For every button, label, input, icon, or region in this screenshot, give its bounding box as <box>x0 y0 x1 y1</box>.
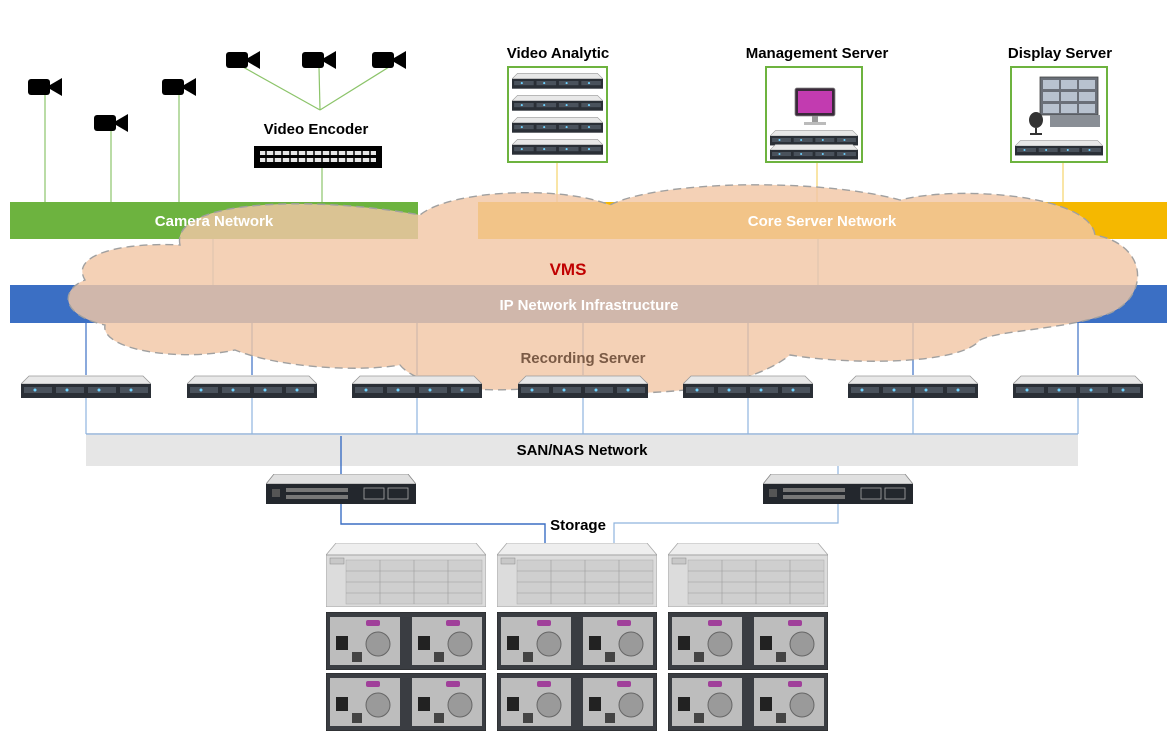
storage-array-icon <box>326 673 486 731</box>
vms-label: VMS <box>550 260 587 279</box>
storage-array-icon <box>668 612 828 670</box>
rack-server-icon <box>683 375 813 399</box>
camera-links <box>44 66 390 202</box>
rack-server-icon <box>512 95 603 111</box>
camera-icon <box>94 114 128 132</box>
ip-network-label: IP Network Infrastructure <box>500 297 679 314</box>
rack-server-icon <box>21 375 151 399</box>
core-server-network-label: Core Server Network <box>748 213 897 230</box>
storage-label: Storage <box>550 517 606 534</box>
storage-array-icon <box>668 673 828 731</box>
control-room-icon <box>1029 76 1100 135</box>
storage-array-icon <box>497 673 657 731</box>
rack-server-icon <box>770 144 858 160</box>
video-analytic-label: Video Analytic <box>507 45 610 62</box>
storage-array-icon <box>497 612 657 670</box>
recording-servers <box>21 375 1143 399</box>
camera-icon <box>226 51 260 69</box>
rack-server-icon <box>770 130 858 146</box>
san-nas-label: SAN/NAS Network <box>517 442 649 459</box>
san-links <box>85 398 1079 543</box>
rack-server-icon <box>848 375 978 399</box>
video-encoder-label: Video Encoder <box>264 121 369 138</box>
rack-server-icon <box>187 375 317 399</box>
monitor-icon <box>794 87 836 125</box>
video-analytic-server <box>507 66 608 163</box>
management-server-label: Management Server <box>746 45 889 62</box>
video-encoder-icon <box>254 146 382 168</box>
rack-server-icon <box>512 117 603 133</box>
display-server <box>1010 66 1108 163</box>
camera-icon <box>28 78 62 96</box>
display-server-label: Display Server <box>1008 45 1112 62</box>
storage-array-icon <box>668 543 828 607</box>
rack-server-icon <box>1013 375 1143 399</box>
rack-server-icon <box>518 375 648 399</box>
rack-server-icon <box>352 375 482 399</box>
rack-server-icon <box>512 73 603 89</box>
storage-array-icon <box>497 543 657 607</box>
storage-arrays <box>326 543 828 731</box>
rack-server-icon <box>1015 140 1103 156</box>
recording-server-label: Recording Server <box>520 350 645 367</box>
san-nas-bar <box>86 433 1078 466</box>
network-switch-icon <box>266 474 416 504</box>
storage-array-icon <box>326 543 486 607</box>
camera-icon <box>372 51 406 69</box>
camera-icon <box>162 78 196 96</box>
camera-network-label: Camera Network <box>155 213 274 230</box>
storage-array-icon <box>326 612 486 670</box>
rack-server-icon <box>512 139 603 155</box>
camera-icon <box>302 51 336 69</box>
management-server <box>765 66 863 163</box>
vms-cloud <box>67 184 1139 394</box>
network-switch-icon <box>763 474 913 504</box>
